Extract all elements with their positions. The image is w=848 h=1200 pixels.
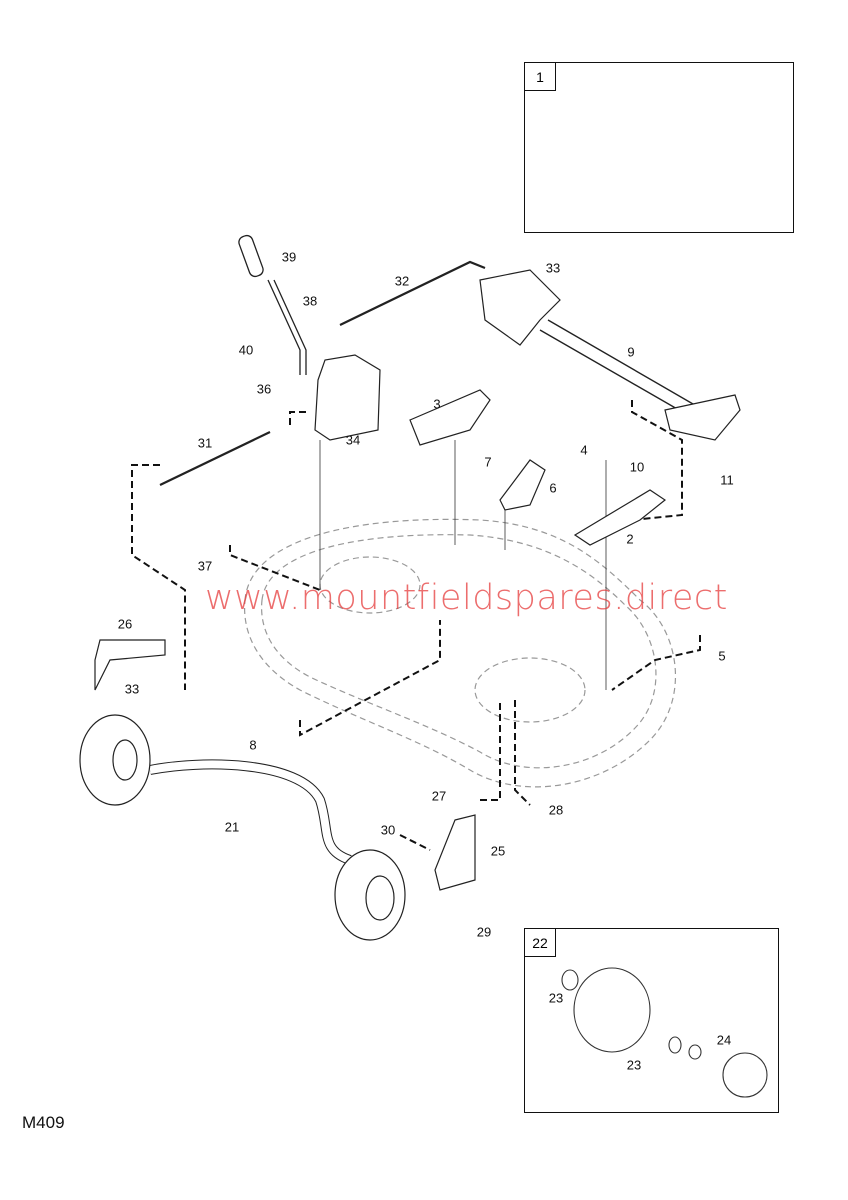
height-quadrant: [314, 354, 381, 441]
callout-label: 6: [549, 480, 557, 496]
callout-label: 8: [249, 737, 257, 753]
callout-label: 4: [580, 442, 588, 458]
rod-31: [159, 431, 271, 486]
callout-label: 31: [197, 435, 213, 451]
height-lever: [238, 234, 307, 375]
front-wheel-right: [334, 849, 406, 941]
pivot-bracket-right: [664, 394, 741, 441]
callout-label: 33: [124, 681, 140, 697]
callout-label: 11: [720, 472, 734, 488]
callout-label: 23: [626, 1057, 642, 1073]
bracket-26: [94, 639, 166, 691]
inset-tag: 1: [525, 63, 556, 91]
bracket-3: [409, 389, 491, 446]
callout-label: 26: [117, 616, 133, 632]
callout-label: 38: [302, 293, 318, 309]
callout-label: 37: [197, 558, 213, 574]
callout-label: 32: [394, 273, 410, 289]
inset-tag: 22: [525, 929, 556, 957]
callout-label: 39: [281, 249, 297, 265]
front-axle: [149, 759, 352, 865]
callout-label: 25: [490, 843, 506, 859]
callout-label: 34: [345, 432, 361, 448]
bracket-6: [499, 459, 546, 511]
callout-label: 9: [627, 344, 635, 360]
callout-label: 30: [380, 822, 396, 838]
callout-label: 21: [224, 819, 240, 835]
callout-label: 28: [548, 802, 564, 818]
callout-label: 23: [548, 990, 564, 1006]
callout-label: 29: [476, 924, 492, 940]
callout-label: 5: [718, 648, 726, 664]
mower-deck-outline: [243, 518, 677, 788]
diagram-code: M409: [22, 1113, 65, 1132]
bracket-2: [573, 489, 667, 546]
callout-label: 7: [484, 454, 492, 470]
thin-leader-lines: [319, 440, 607, 690]
inset-1-panel: 1: [524, 62, 794, 233]
callout-label: 2: [626, 531, 634, 547]
inset-22-panel: 22: [524, 928, 779, 1113]
callout-label: 40: [238, 342, 254, 358]
inset-22-wheel-sketch: [561, 967, 768, 1098]
callout-label: 24: [716, 1032, 732, 1048]
pivot-bracket-left: [479, 269, 561, 346]
callout-label: 27: [431, 788, 447, 804]
callout-label: 33: [545, 260, 561, 276]
watermark: www.mountfieldspares.direct: [205, 578, 728, 618]
callout-label: 3: [433, 396, 441, 412]
callout-label: 10: [629, 459, 645, 475]
rod-32: [339, 260, 486, 326]
bracket-25: [434, 814, 476, 891]
callout-label: 36: [256, 381, 272, 397]
front-wheel-left: [79, 714, 151, 806]
